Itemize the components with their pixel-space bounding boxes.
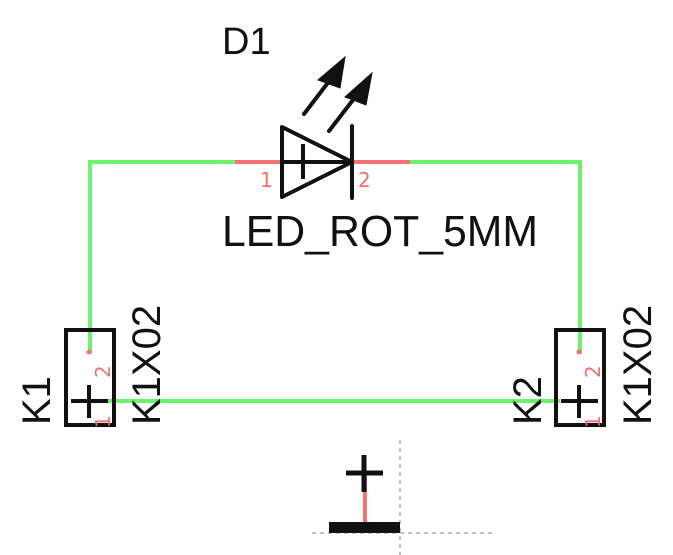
k1-body: [64, 328, 116, 427]
k2-body: [554, 328, 606, 427]
k2-pin2-dot[interactable]: [576, 349, 582, 355]
k2-name-label: K2: [506, 376, 550, 425]
k2-pin2-label: 2: [581, 365, 605, 378]
k1-value-label: K1X02: [125, 305, 169, 425]
d1-name-label: D1: [222, 21, 271, 63]
d1-pin1-label: 1: [260, 168, 273, 192]
wire-k1-to-d1[interactable]: [88, 160, 237, 354]
supply-symbol[interactable]: [329, 455, 400, 533]
k2-pin1-label: 1: [581, 415, 605, 428]
connector-k1[interactable]: K1 K1X02 2 1: [15, 305, 169, 428]
k2-value-label: K1X02: [616, 305, 660, 425]
connector-k2[interactable]: K2 K1X02 2 1: [506, 305, 660, 428]
k1-pin2-dot[interactable]: [86, 349, 92, 355]
led-d1[interactable]: D1 LED_ROT_5MM 1 2: [222, 21, 538, 256]
k1-name-label: K1: [15, 376, 59, 425]
light-emission-arrows-icon: [302, 55, 373, 133]
k1-pin2-label: 2: [91, 365, 115, 378]
k1-pin1-label: 1: [91, 415, 115, 428]
wire-d1-to-k2[interactable]: [408, 160, 582, 354]
ground-bar-icon: [329, 522, 400, 533]
d1-pin2-label: 2: [358, 168, 371, 192]
net-wires[interactable]: [88, 160, 582, 403]
d1-value-label: LED_ROT_5MM: [222, 207, 538, 256]
